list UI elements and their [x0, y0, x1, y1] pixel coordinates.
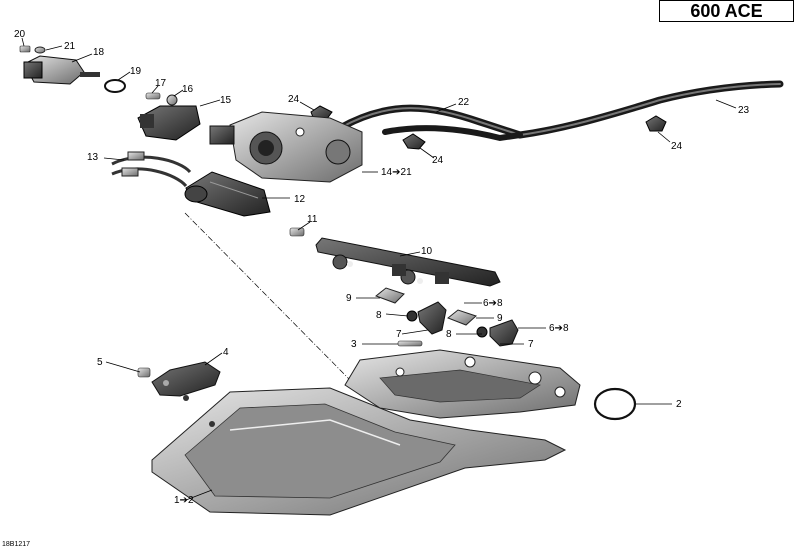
part-idle-valve: [23, 55, 100, 85]
callout-4: 4: [223, 347, 229, 358]
callout-20: 20: [14, 29, 26, 40]
callout-9-left: 9: [346, 293, 352, 304]
part-clip-9a: [374, 287, 405, 304]
part-bolt-5: [137, 367, 151, 378]
callout-1: 1➔2: [174, 495, 194, 506]
callout-24-top: 24: [288, 94, 300, 105]
callout-8-left: 8: [376, 310, 382, 321]
diagram-code: 18B1217: [2, 541, 31, 548]
part-screw-20: [19, 45, 31, 53]
part-clamps-13: [111, 151, 192, 188]
callout-24-right: 24: [671, 141, 683, 152]
part-intake-manifold: [344, 349, 581, 419]
part-washer-21: [34, 46, 46, 54]
callout-22: 22: [458, 97, 470, 108]
callout-16: 16: [182, 84, 194, 95]
callout-7-left: 7: [396, 329, 402, 340]
part-injector-b: [476, 319, 519, 347]
part-o-ring-19: [104, 79, 126, 93]
part-throttle-body: [209, 111, 363, 183]
part-ring-clamp: [593, 387, 637, 421]
callout-10: 10: [421, 246, 433, 257]
alignment-line: [184, 212, 351, 381]
part-bolt-3: [397, 340, 423, 347]
part-hose-clip-24c: [645, 115, 667, 132]
callout-23: 23: [738, 105, 750, 116]
part-hose: [336, 80, 784, 142]
leader-lines: [21, 37, 737, 501]
callout-21: 21: [64, 41, 76, 52]
part-intake-boot: [184, 171, 271, 217]
callout-24-mid: 24: [432, 155, 444, 166]
callout-18: 18: [93, 47, 105, 58]
callout-15: 15: [220, 95, 232, 106]
callout-6-to-8-lower: 6➔8: [549, 323, 569, 334]
callout-2: 2: [676, 399, 682, 410]
part-clip-9b: [447, 309, 477, 326]
callout-6-to-8-upper: 6➔8: [483, 298, 503, 309]
callout-17: 17: [155, 78, 167, 89]
callout-8-right: 8: [446, 329, 452, 340]
part-screw-17: [145, 92, 161, 100]
callout-7-right: 7: [528, 339, 534, 350]
part-screw-16: [166, 94, 178, 106]
part-sensor-bracket: [151, 361, 221, 397]
callout-11: 11: [307, 214, 318, 225]
part-hose-clip-24b: [402, 133, 426, 150]
part-bolt-11: [289, 227, 305, 237]
callout-14-to-21: 14➔21: [381, 167, 412, 178]
callout-12: 12: [294, 194, 306, 205]
callout-5: 5: [97, 357, 103, 368]
part-tps-sensor: [137, 105, 201, 141]
part-fuel-rail: [315, 237, 501, 287]
callout-3: 3: [351, 339, 357, 350]
part-injector-a: [406, 301, 447, 335]
callout-9-right: 9: [497, 313, 503, 324]
callout-19: 19: [130, 66, 142, 77]
part-intake-cover: [151, 387, 567, 516]
model-title: 600 ACE: [659, 0, 794, 22]
callout-13: 13: [87, 152, 99, 163]
